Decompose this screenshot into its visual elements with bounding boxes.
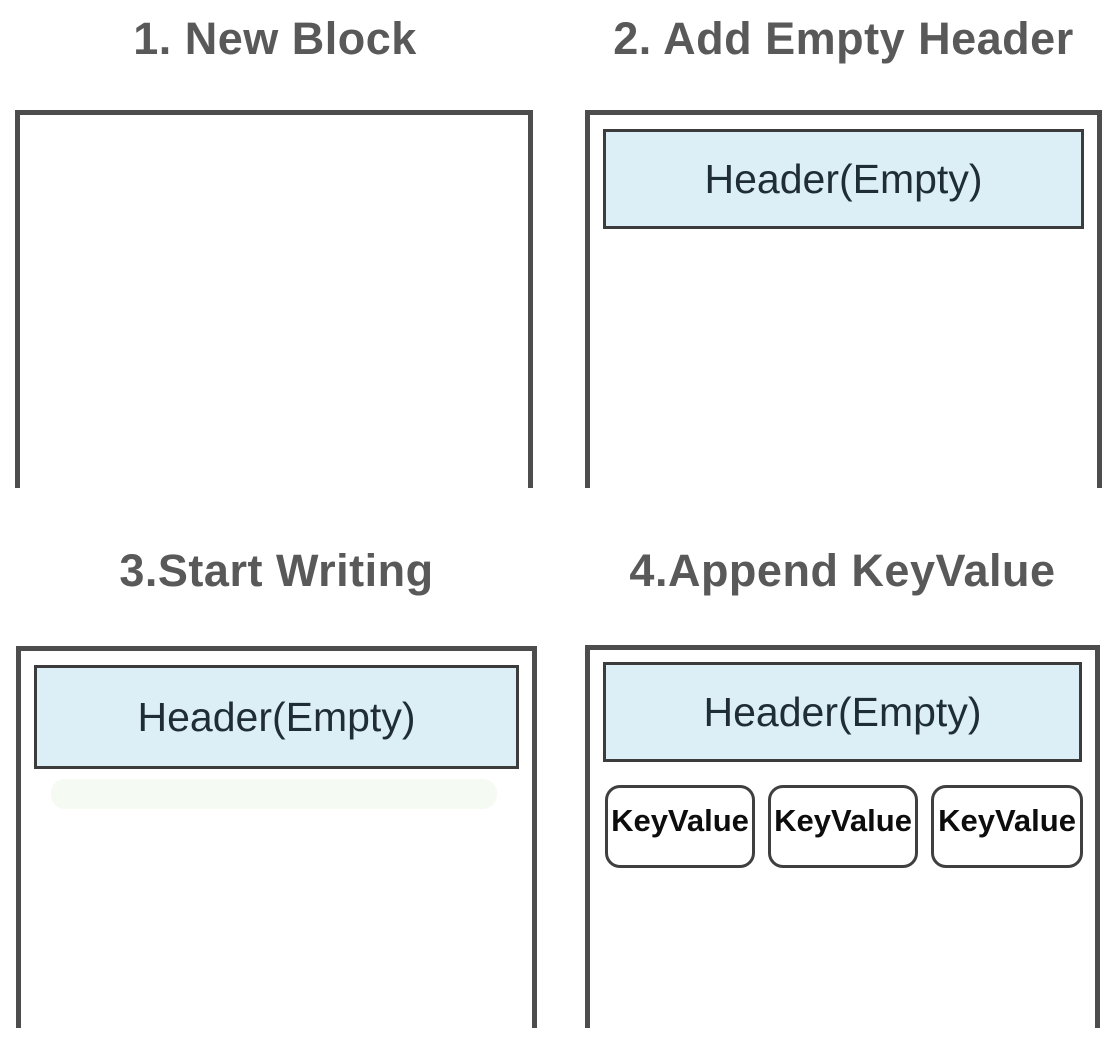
step-2-title: 2. Add Empty Header: [613, 13, 1074, 64]
step-3-title: 3.Start Writing: [119, 545, 434, 596]
step-4-header-box: Header(Empty): [603, 662, 1082, 762]
step-1-title: 1. New Block: [133, 13, 417, 64]
keyvalue-row: KeyValue KeyValue KeyValue: [605, 785, 1083, 868]
step-3-header-box: Header(Empty): [34, 665, 519, 769]
step-2-header-box: Header(Empty): [603, 129, 1084, 229]
step-3-block: Header(Empty): [16, 646, 537, 1028]
keyvalue-chip: KeyValue: [768, 785, 919, 868]
keyvalue-chip: KeyValue: [605, 785, 756, 868]
step-1-block: [15, 110, 533, 488]
keyvalue-chip: KeyValue: [931, 785, 1083, 868]
step-2-block: Header(Empty): [585, 110, 1102, 488]
step-4-title: 4.Append KeyValue: [629, 545, 1056, 596]
faint-row-ghost: [51, 779, 497, 809]
step-4-block: Header(Empty) KeyValue KeyValue KeyValue: [585, 645, 1100, 1028]
